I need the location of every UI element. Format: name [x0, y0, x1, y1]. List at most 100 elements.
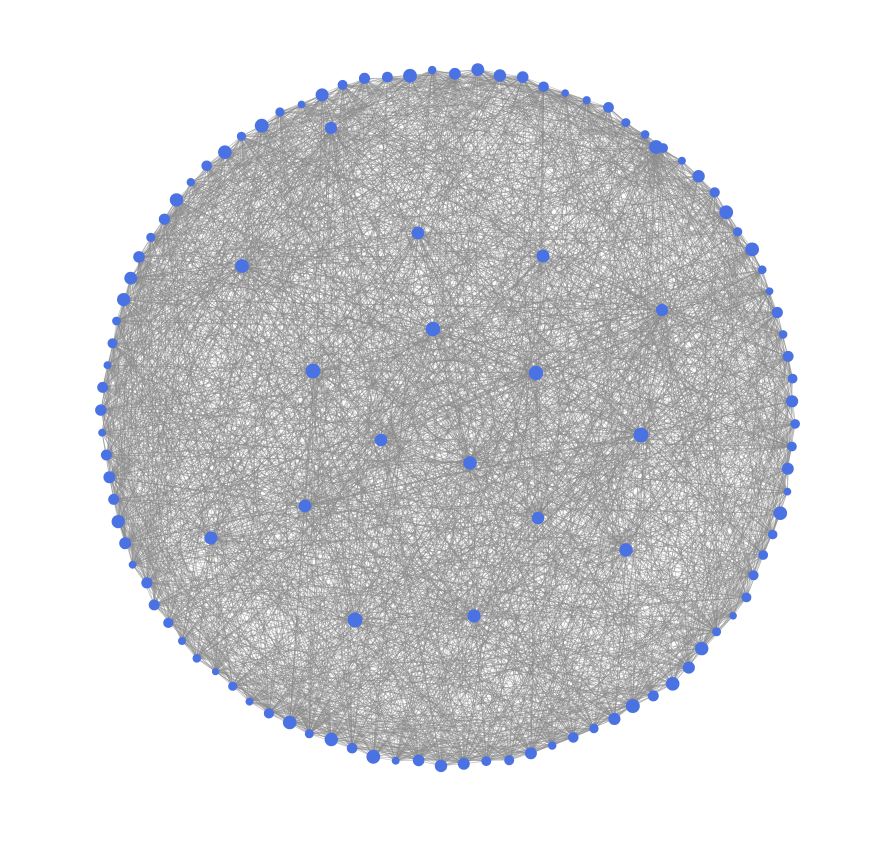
edge-2164 — [123, 299, 212, 539]
edge-61 — [477, 69, 793, 447]
edge-2152 — [116, 320, 356, 621]
edge-2236 — [176, 199, 382, 441]
edge-1694 — [330, 146, 657, 740]
edge-2057 — [106, 454, 627, 551]
edge-2269 — [224, 152, 306, 507]
edge-2239 — [176, 199, 627, 551]
edge-1789 — [249, 505, 306, 702]
edge-2360 — [210, 69, 433, 539]
ring-node-88 — [275, 107, 285, 117]
edge-1790 — [249, 517, 539, 702]
ring-node-59 — [211, 668, 220, 676]
ring-node-60 — [192, 654, 202, 663]
edge-1998 — [118, 328, 434, 522]
edge-2052 — [106, 372, 537, 456]
edge-1208 — [473, 615, 717, 633]
edge-2390 — [432, 328, 642, 436]
edge-1608 — [418, 434, 642, 761]
edge-2302 — [279, 111, 306, 507]
edge-1278 — [101, 432, 673, 685]
edge-842 — [542, 255, 793, 379]
ring-node-37 — [665, 677, 680, 691]
ring-node-67 — [111, 515, 125, 529]
edge-2245 — [190, 182, 243, 267]
edge-1509 — [508, 146, 657, 761]
ring-node-1 — [471, 63, 485, 76]
edge-1598 — [190, 182, 419, 761]
edge-1726 — [308, 146, 657, 734]
edge-323 — [432, 69, 609, 108]
edge-1956 — [132, 328, 434, 566]
edge-2181 — [130, 146, 657, 279]
edge-1639 — [342, 84, 374, 757]
interior-node-98 — [235, 259, 249, 273]
edge-1076 — [661, 309, 764, 556]
edge-2341 — [380, 77, 388, 441]
edge-2398 — [312, 370, 356, 621]
edge-784 — [330, 127, 784, 335]
edge-2254 — [206, 76, 388, 167]
edge-2289 — [261, 125, 537, 374]
edge-2397 — [312, 370, 471, 464]
edge-2247 — [190, 181, 471, 464]
edge-973 — [431, 69, 789, 469]
edge-1646 — [373, 549, 627, 758]
edge-2407 — [330, 127, 382, 441]
edge-1672 — [268, 713, 332, 740]
edge-2411 — [354, 434, 642, 621]
edge-1873 — [181, 255, 544, 642]
edge-2148 — [116, 320, 314, 372]
edge-2198 — [138, 256, 356, 621]
edge-2056 — [106, 454, 212, 539]
edge-2275 — [241, 135, 419, 234]
edge-2172 — [130, 69, 433, 279]
edge-1447 — [551, 549, 627, 746]
interior-node-112 — [324, 121, 338, 135]
edge-2319 — [321, 94, 627, 551]
ring-node-20 — [778, 330, 788, 339]
edge-1829 — [215, 505, 306, 672]
edge-2377 — [241, 265, 642, 436]
edge-2300 — [279, 111, 314, 372]
edge-2268 — [224, 151, 642, 436]
edge-2294 — [261, 125, 475, 617]
edge-1931 — [146, 505, 306, 584]
edge-1423 — [572, 549, 627, 738]
edge-2140 — [112, 343, 356, 621]
edge-2233 — [176, 199, 243, 267]
edge-1332 — [342, 84, 634, 707]
edge-1666 — [351, 462, 471, 749]
edge-1420 — [432, 328, 574, 738]
ring-node-76 — [112, 316, 121, 326]
edge-2305 — [301, 78, 365, 105]
edge-1715 — [308, 70, 433, 734]
edge-1979 — [124, 370, 314, 544]
edge-1749 — [289, 615, 475, 723]
edge-2321 — [342, 84, 544, 257]
edge-1788 — [249, 439, 382, 702]
edge-690 — [112, 290, 770, 344]
ring-node-32 — [741, 592, 752, 603]
edge-1103 — [542, 255, 754, 576]
edge-583 — [409, 75, 738, 233]
ring-node-4 — [538, 81, 549, 93]
edge-1661 — [351, 70, 433, 749]
edge-2312 — [301, 104, 332, 129]
edge-1173 — [537, 517, 734, 617]
edge-787 — [787, 356, 796, 424]
edge-2371 — [469, 255, 544, 464]
edge-1893 — [168, 146, 657, 624]
edge-1999 — [117, 370, 314, 522]
edge-696 — [321, 94, 770, 292]
edge-1954 — [132, 255, 544, 566]
edge-2244 — [190, 181, 544, 257]
edge-2422 — [210, 537, 627, 551]
edge-2282 — [241, 136, 356, 621]
edge-1825 — [215, 328, 434, 672]
edge-1409 — [125, 542, 574, 738]
ring-node-56 — [263, 708, 274, 719]
edge-2421 — [537, 146, 657, 519]
edge-2406 — [354, 439, 382, 621]
edge-2150 — [116, 320, 212, 539]
